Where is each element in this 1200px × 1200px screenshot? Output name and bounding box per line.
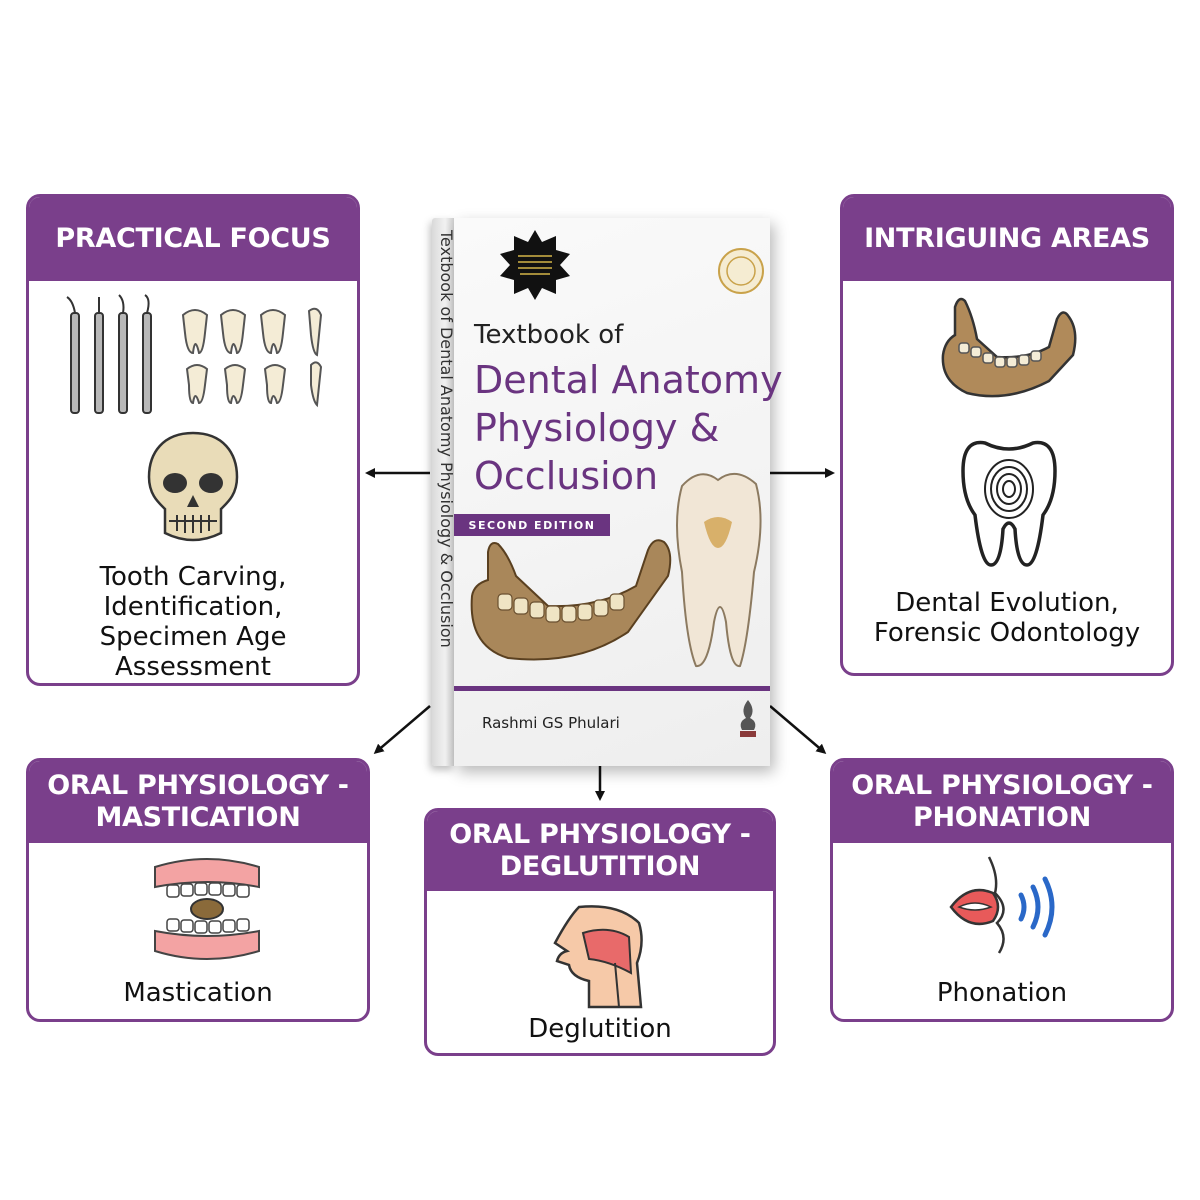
edition-label: SECOND EDITION <box>468 518 596 532</box>
mandible-photo-icon <box>470 539 672 661</box>
book-title-line4: Occlusion <box>474 454 659 498</box>
book-spine: Textbook of Dental Anatomy Physiology & … <box>432 218 454 766</box>
phonation-panel: ORAL PHYSIOLOGY - PHONATION Phonation <box>830 758 1174 1022</box>
throat-cross-section-icon <box>553 905 643 1009</box>
tooth-fingerprint-icon <box>961 440 1057 567</box>
mastication-panel: ORAL PHYSIOLOGY - MASTICATION Masticatio… <box>26 758 370 1022</box>
skull-icon <box>147 431 239 542</box>
mandible-icon <box>941 297 1077 398</box>
intriguing-areas-caption: Dental Evolution, Forensic Odontology <box>873 588 1141 648</box>
intriguing-areas-panel: INTRIGUING AREAS Dental Evolution, Foren… <box>840 194 1174 676</box>
publisher-seal-icon <box>718 248 764 294</box>
phonation-caption: Phonation <box>936 978 1068 1008</box>
mastication-title: ORAL PHYSIOLOGY - MASTICATION <box>29 761 367 843</box>
mastication-caption: Mastication <box>123 978 273 1008</box>
book-spine-text: Textbook of Dental Anatomy Physiology & … <box>437 230 454 648</box>
molar-photo-icon <box>676 473 762 668</box>
chewing-teeth-icon <box>154 858 260 960</box>
dental-instruments-icon <box>66 294 152 414</box>
book-front-cover: Textbook of Dental Anatomy Physiology & … <box>454 218 783 766</box>
edition-banner: SECOND EDITION <box>454 514 610 536</box>
cover-bottom-rule <box>454 686 770 691</box>
book-title-line3: Physiology & <box>474 406 720 450</box>
book-title-line1: Textbook of <box>474 320 624 350</box>
speaking-mouth-icon <box>949 856 1055 954</box>
book-title-line2: Dental Anatomy <box>474 358 783 402</box>
textbook-cover: Textbook of Dental Anatomy Physiology & … <box>432 218 783 766</box>
practical-focus-caption: Tooth Carving, Identification, Specimen … <box>99 562 287 682</box>
teeth-models-icon <box>181 307 323 408</box>
intriguing-areas-title: INTRIGUING AREAS <box>843 197 1171 281</box>
arrow-to-phonation <box>769 705 827 754</box>
publisher-logo-icon <box>740 700 756 737</box>
practical-focus-panel: PRACTICAL FOCUS Tooth <box>26 194 360 686</box>
deglutition-caption: Deglutition <box>528 1014 672 1044</box>
book-author: Rashmi GS Phulari <box>482 714 620 732</box>
black-starburst-badge-icon <box>500 230 570 300</box>
deglutition-title: ORAL PHYSIOLOGY - DEGLUTITION <box>427 811 773 891</box>
practical-focus-title: PRACTICAL FOCUS <box>29 197 357 281</box>
deglutition-panel: ORAL PHYSIOLOGY - DEGLUTITION Deglutitio… <box>424 808 776 1056</box>
phonation-title: ORAL PHYSIOLOGY - PHONATION <box>833 761 1171 843</box>
arrow-to-mastication <box>373 705 431 754</box>
